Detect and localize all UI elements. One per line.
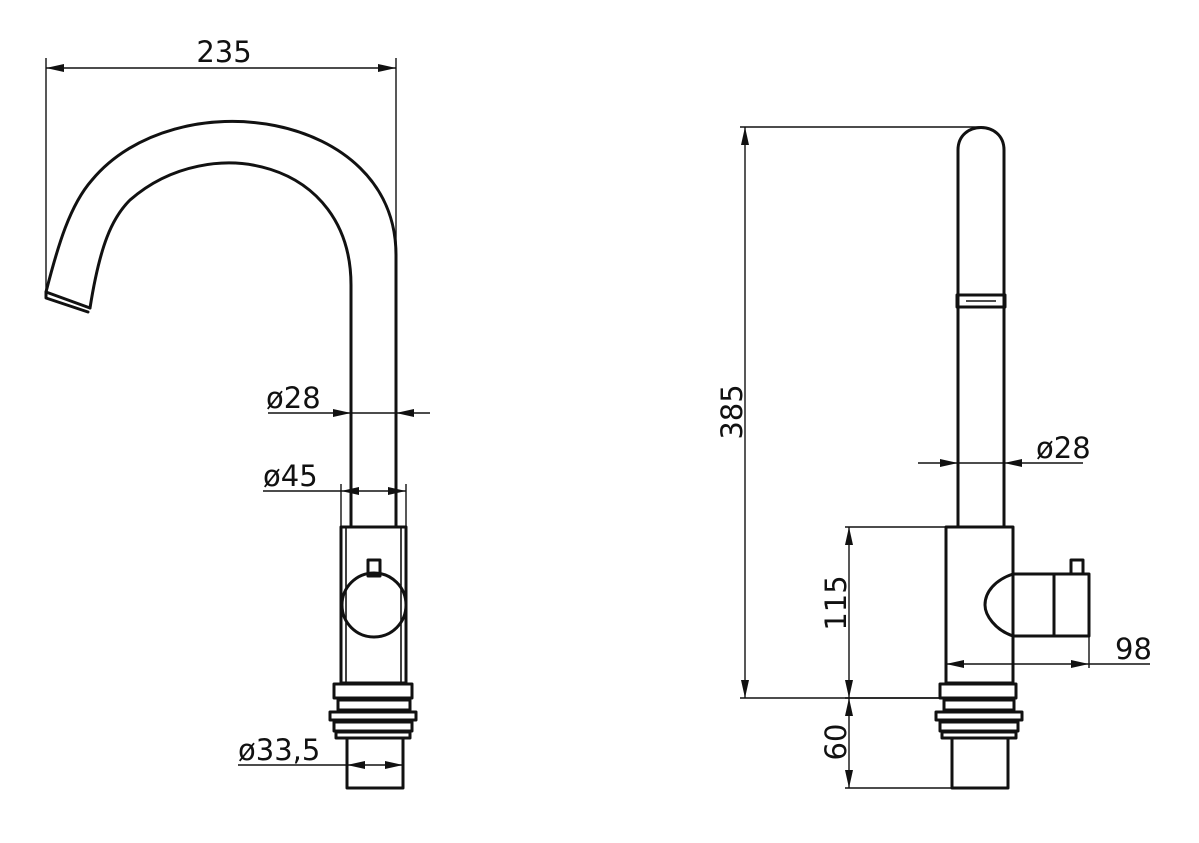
front-mount-nut bbox=[336, 698, 412, 712]
side-mount-nut bbox=[942, 698, 1016, 712]
front-dimensions: 235 ø28 ø45 ø33,5 bbox=[45, 35, 430, 769]
front-shank bbox=[345, 736, 405, 790]
side-handle-lever bbox=[983, 572, 1056, 638]
front-spout-diameter-label: ø28 bbox=[266, 381, 321, 415]
side-shank bbox=[950, 736, 1010, 790]
side-aerator bbox=[955, 293, 1007, 309]
front-body bbox=[339, 525, 408, 685]
front-spout-tip bbox=[44, 290, 92, 314]
front-handle-knob bbox=[340, 571, 408, 639]
front-body-diameter-label: ø45 bbox=[263, 459, 318, 493]
front-handle-stem bbox=[366, 558, 382, 578]
front-spout-inner bbox=[88, 161, 353, 417]
front-base-ring bbox=[332, 682, 414, 700]
front-washer-2 bbox=[332, 720, 414, 733]
front-view bbox=[44, 119, 418, 790]
side-washer bbox=[934, 710, 1024, 722]
side-spout bbox=[956, 126, 1006, 529]
side-dimensions: 385 ø28 115 98 60 bbox=[715, 126, 1152, 789]
side-handle-reach-label: 98 bbox=[1115, 632, 1152, 666]
front-shank-diameter-label: ø33,5 bbox=[238, 733, 320, 767]
side-body-height-label: 115 bbox=[819, 575, 853, 630]
side-base-ring bbox=[938, 682, 1018, 700]
side-body bbox=[944, 525, 1015, 685]
side-handle-cap bbox=[1052, 572, 1091, 638]
side-handle-stem bbox=[1069, 558, 1085, 576]
side-height-label: 385 bbox=[715, 384, 749, 439]
side-shank-height-label: 60 bbox=[819, 724, 853, 761]
front-spout-outer bbox=[44, 119, 398, 417]
side-washer-2 bbox=[938, 720, 1020, 733]
front-width-label: 235 bbox=[196, 35, 251, 69]
front-washer bbox=[328, 710, 418, 722]
side-spout-diameter-label: ø28 bbox=[1036, 431, 1091, 465]
side-view bbox=[934, 126, 1091, 790]
front-spout-neck bbox=[349, 413, 398, 529]
